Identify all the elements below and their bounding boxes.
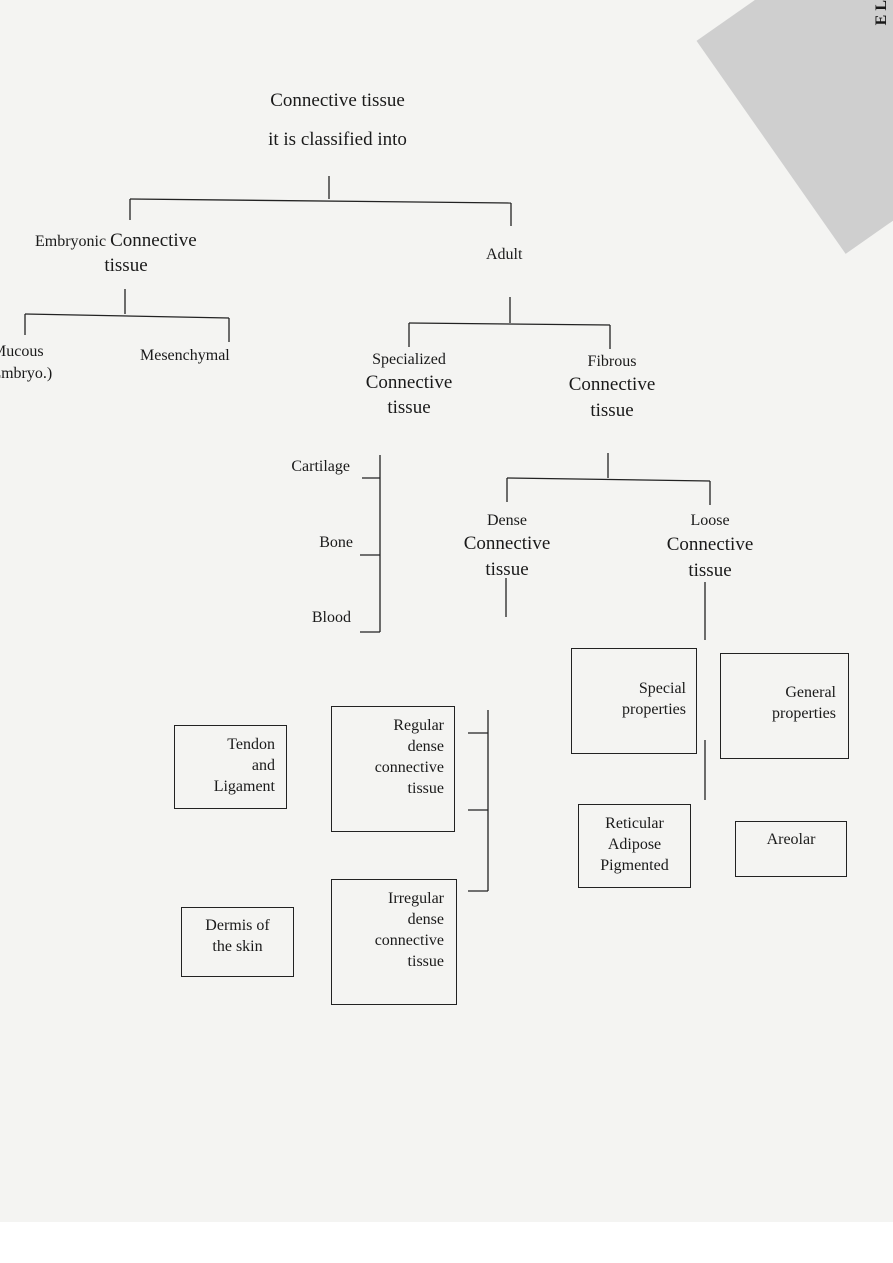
specialized-label-2: Connective	[365, 372, 453, 393]
cartilage-label: Cartilage	[291, 458, 350, 475]
fibrous-label-1: Fibrous	[587, 353, 637, 370]
dense-label-1: Dense	[487, 512, 527, 529]
general-properties-box: General properties	[720, 653, 849, 759]
special-properties-box: Special properties	[571, 648, 697, 754]
tree-connectors	[24, 176, 711, 892]
root-bar	[129, 198, 512, 204]
embryonic-label-tissue: tissue	[104, 255, 148, 276]
mucous-label: Mucous	[0, 343, 44, 360]
loose-label-1: Loose	[690, 512, 730, 529]
fibrous-label-3: tissue	[590, 400, 634, 421]
specialized-label-3: tissue	[387, 397, 431, 418]
areolar-box: Areolar	[735, 821, 847, 877]
scanned-page: Connective tissue it is classified into …	[0, 0, 893, 1222]
bone-label: Bone	[319, 534, 353, 551]
embryonic-bar	[24, 313, 230, 319]
margin-letters: E L	[873, 0, 890, 26]
mucous-label-embryo: (Embryo.)	[0, 365, 53, 382]
loose-label-2: Connective	[666, 534, 754, 555]
dermis-box: Dermis of the skin	[181, 907, 294, 977]
embryonic-label: Embryonic Connective	[35, 230, 197, 251]
irregular-dense-box: Irregular dense connective tissue	[331, 879, 457, 1005]
dense-label-3: tissue	[485, 559, 529, 580]
tendon-ligament-box: Tendon and Ligament	[174, 725, 287, 809]
regular-dense-box: Regular dense connective tissue	[331, 706, 455, 832]
dense-label-2: Connective	[463, 533, 551, 554]
fibrous-label-2: Connective	[568, 374, 656, 395]
loose-label-3: tissue	[688, 560, 732, 581]
diagram-subtitle: it is classified into	[268, 129, 407, 150]
fibrous-bar	[506, 477, 711, 482]
diagram-title: Connective tissue	[270, 90, 405, 111]
mesenchymal-label: Mesenchymal	[140, 347, 230, 364]
adult-label: Adult	[486, 246, 523, 263]
adult-bar	[408, 322, 611, 326]
reticular-adipose-pigmented-box: Reticular Adipose Pigmented	[578, 804, 691, 888]
specialized-label-1: Specialized	[372, 351, 446, 368]
blood-label: Blood	[311, 609, 351, 626]
